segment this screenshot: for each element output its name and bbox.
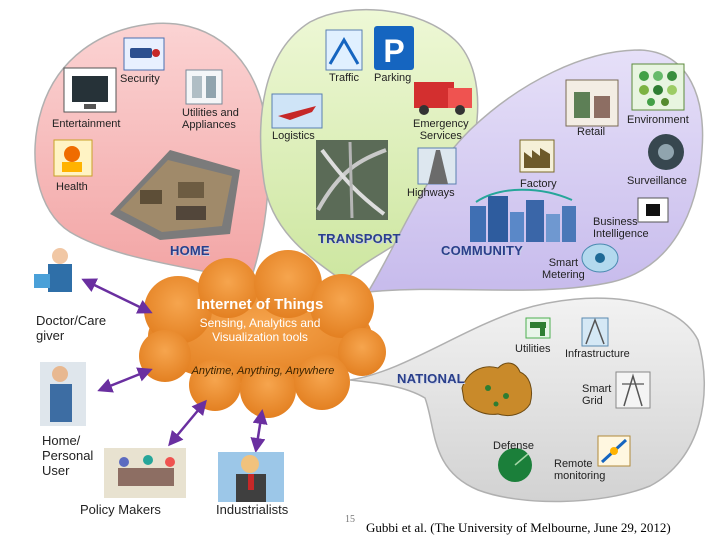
source-caption: Gubbi et al. (The University of Melbourn… bbox=[366, 520, 671, 535]
transport-item-traffic: Traffic bbox=[329, 72, 359, 84]
australia-map-icon bbox=[461, 362, 533, 417]
actor-doctor-caregiver: Doctor/Care giver bbox=[36, 313, 107, 343]
factory-icon bbox=[519, 139, 555, 173]
home-personal-user-icon bbox=[40, 362, 86, 426]
doctor-caregiver-icon bbox=[34, 248, 72, 292]
national-item-smart-grid: Smart Grid bbox=[582, 383, 612, 407]
transport-item-highways: Highways bbox=[407, 187, 455, 199]
infrastructure-tower-icon bbox=[581, 317, 609, 347]
retail-icon bbox=[565, 79, 619, 127]
home-item-health: Health bbox=[56, 181, 88, 193]
community-item-business-intelligence: Business Intelligence bbox=[593, 216, 649, 240]
defense-radar-icon bbox=[498, 448, 532, 482]
home-item-entertainment: Entertainment bbox=[52, 118, 121, 130]
arrow-policy bbox=[168, 399, 207, 447]
smart-meter-icon bbox=[581, 243, 619, 273]
emergency-fire-truck-icon bbox=[414, 82, 472, 115]
surveillance-camera-icon bbox=[648, 134, 684, 170]
community-item-environment: Environment bbox=[627, 114, 689, 126]
sector-label-national: NATIONAL bbox=[397, 371, 465, 386]
community-item-surveillance: Surveillance bbox=[627, 175, 687, 187]
arrow-home-user bbox=[97, 367, 153, 393]
page-number: 15 bbox=[345, 514, 355, 525]
city-buildings-icon bbox=[470, 188, 576, 242]
national-item-remote-monitoring: Remote monitoring bbox=[554, 458, 606, 482]
home-item-security: Security bbox=[120, 73, 160, 85]
hub-tagline: Anytime, Anything, Anywhere bbox=[191, 365, 335, 377]
sector-label-home: HOME bbox=[170, 243, 210, 258]
industrialists-icon bbox=[218, 452, 284, 502]
remote-monitoring-satellite-icon bbox=[597, 435, 631, 467]
transport-item-emergency-services: Emergency Services bbox=[413, 118, 469, 142]
security-camera-icon bbox=[123, 37, 165, 71]
smart-grid-pylon-icon bbox=[615, 371, 651, 409]
parking-sign-icon bbox=[374, 26, 414, 70]
traffic-icon bbox=[325, 29, 363, 71]
highway-interchange-icon bbox=[316, 140, 388, 220]
business-intelligence-icon bbox=[637, 197, 669, 223]
community-item-smart-metering: Smart Metering bbox=[542, 257, 585, 281]
national-item-utilities: Utilities bbox=[515, 343, 551, 355]
national-item-defense: Defense bbox=[493, 440, 534, 452]
hub-title: Internet of Things bbox=[196, 296, 324, 313]
arrow-doctor bbox=[81, 278, 153, 314]
entertainment-tv-icon bbox=[63, 67, 117, 113]
smart-home-floorplan-icon bbox=[110, 150, 240, 240]
actor-policy-makers: Policy Makers bbox=[80, 502, 161, 517]
highways-icon bbox=[417, 147, 457, 185]
actor-home-personal-user: Home/ Personal User bbox=[42, 433, 94, 478]
sector-label-community: COMMUNITY bbox=[441, 243, 523, 258]
utilities-tap-icon bbox=[525, 317, 551, 339]
utilities-appliance-icon bbox=[185, 69, 223, 105]
logistics-plane-icon bbox=[271, 93, 323, 129]
sector-label-transport: TRANSPORT bbox=[318, 231, 401, 246]
iot-cloud bbox=[139, 250, 386, 418]
policy-makers-meeting-icon bbox=[104, 448, 186, 498]
arrow-industrialists bbox=[250, 409, 268, 453]
parking-sign-glyph: P bbox=[383, 33, 404, 69]
hub-subtitle: Sensing, Analytics and Visualization too… bbox=[199, 316, 321, 344]
national-item-infrastructure: Infrastructure bbox=[565, 348, 630, 360]
actor-industrialists: Industrialists bbox=[216, 502, 289, 517]
environment-icon bbox=[631, 63, 685, 111]
community-item-factory: Factory bbox=[520, 178, 557, 190]
health-icon bbox=[53, 139, 93, 177]
transport-item-logistics: Logistics bbox=[272, 130, 315, 142]
transport-item-parking: Parking bbox=[374, 72, 412, 84]
community-item-retail: Retail bbox=[577, 126, 606, 138]
home-item-utilities-appliances: Utilities and Appliances bbox=[182, 107, 239, 131]
